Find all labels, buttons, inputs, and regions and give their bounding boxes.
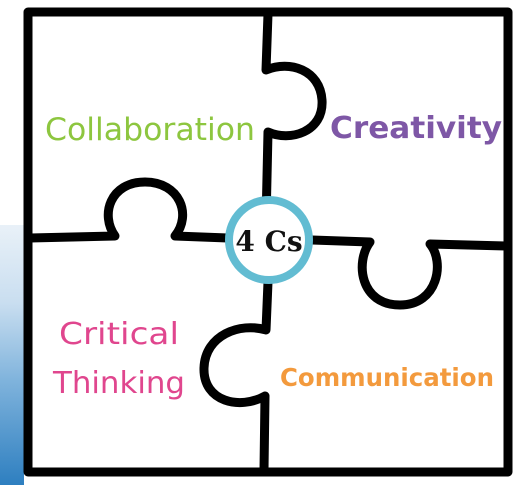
puzzle-seam-top (261, 9, 327, 227)
creativity-label: Creativity (330, 111, 502, 146)
puzzle-seam-bottom (199, 277, 273, 475)
puzzle-seam-left (25, 177, 233, 243)
communication-label: Communication (280, 363, 494, 392)
critical-thinking-label-line-1: Critical (59, 317, 179, 352)
puzzle-seam-right (307, 235, 511, 310)
center-label: 4 Cs (235, 225, 302, 258)
collaboration-label: Collaboration (45, 112, 255, 148)
blue-side-strip (0, 225, 24, 485)
center-circle (225, 196, 313, 284)
critical-thinking-label-line-2: Thinking (52, 366, 185, 401)
